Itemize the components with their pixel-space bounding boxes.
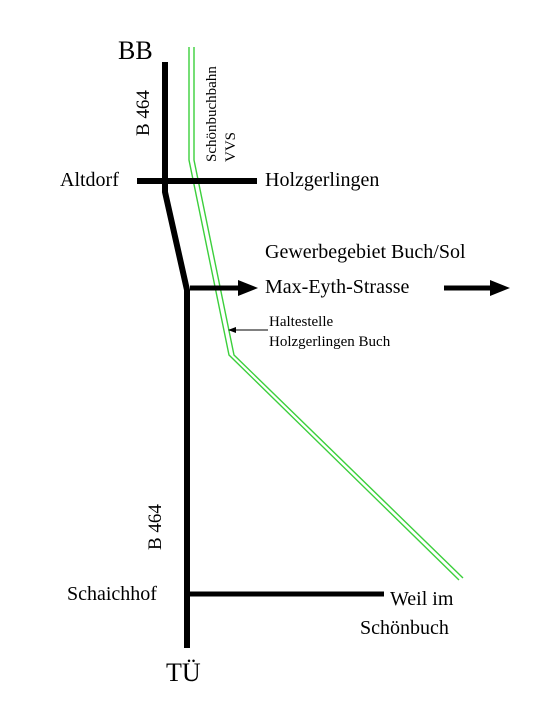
label-weil-line2: Schönbuch <box>360 617 449 639</box>
label-gewerbegebiet: Gewerbegebiet Buch/Sol <box>265 241 466 263</box>
label-max-eyth-strasse: Max-Eyth-Strasse <box>265 276 410 298</box>
railway-line-right <box>193 47 464 579</box>
label-b464-north: B 464 <box>133 90 154 136</box>
railway-line-left <box>188 47 460 581</box>
label-altdorf: Altdorf <box>60 169 119 191</box>
label-schaichhof: Schaichhof <box>67 583 157 605</box>
label-stop-line2: Holzgerlingen Buch <box>269 334 391 350</box>
label-tue: TÜ <box>166 658 201 687</box>
label-stop-line1: Haltestelle <box>269 314 334 330</box>
label-railway-name: Schönbuchbahn <box>204 66 220 162</box>
arrow-head-east <box>490 280 510 296</box>
label-railway-operator: VVS <box>223 131 239 162</box>
stop-pointer-head <box>228 327 236 333</box>
label-holzgerlingen: Holzgerlingen <box>265 169 380 191</box>
road-b464 <box>162 62 190 648</box>
arrow-head-west <box>238 280 258 296</box>
label-b464-south: B 464 <box>145 504 166 550</box>
label-bb: BB <box>118 36 153 65</box>
label-weil-line1: Weil im <box>390 588 454 610</box>
